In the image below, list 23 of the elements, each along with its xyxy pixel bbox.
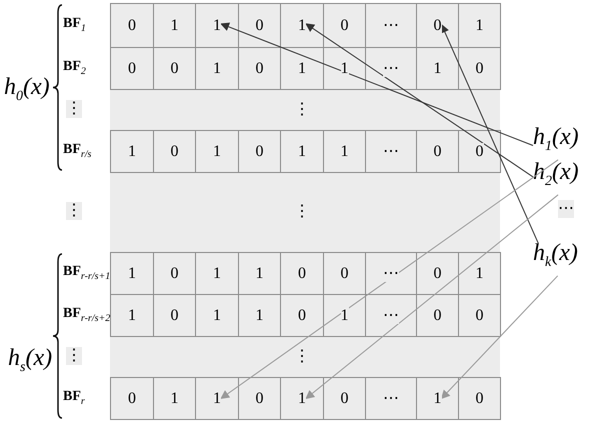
row-label: BF$_{r-r/s+2}$ [63, 306, 110, 326]
vertical-ellipsis: ⋮ [66, 202, 82, 220]
hash-function-label: h$_{2}$(x) [533, 159, 579, 195]
row-label: BF$_{r-r/s+1}$ [63, 264, 110, 284]
row-label: BF$_{r}$ [63, 389, 85, 409]
arrow [440, 24, 539, 244]
group-label: h$_{s}$(x) [8, 345, 52, 377]
horizontal-ellipsis: ⋯ [558, 200, 574, 218]
row-label: BF$_{r/s}$ [63, 142, 92, 162]
arrow [220, 159, 559, 400]
bit-value: 1 [340, 60, 348, 77]
arrow [440, 275, 558, 400]
vertical-ellipsis: ⋮ [66, 346, 82, 364]
arrow [305, 194, 559, 400]
row-label: BF$_{2}$ [63, 59, 86, 79]
bit-value: 0 [434, 17, 442, 34]
vertical-ellipsis: ⋮ [66, 100, 82, 118]
group-label: h$_{0}$(x) [4, 74, 50, 106]
hash-function-label: h$_{k}$(x) [533, 240, 578, 276]
row-label: BF$_{1}$ [63, 16, 86, 36]
arrow [305, 23, 534, 178]
arrow [220, 22, 534, 146]
hash-function-label: h$_{1}$(x) [533, 124, 579, 160]
